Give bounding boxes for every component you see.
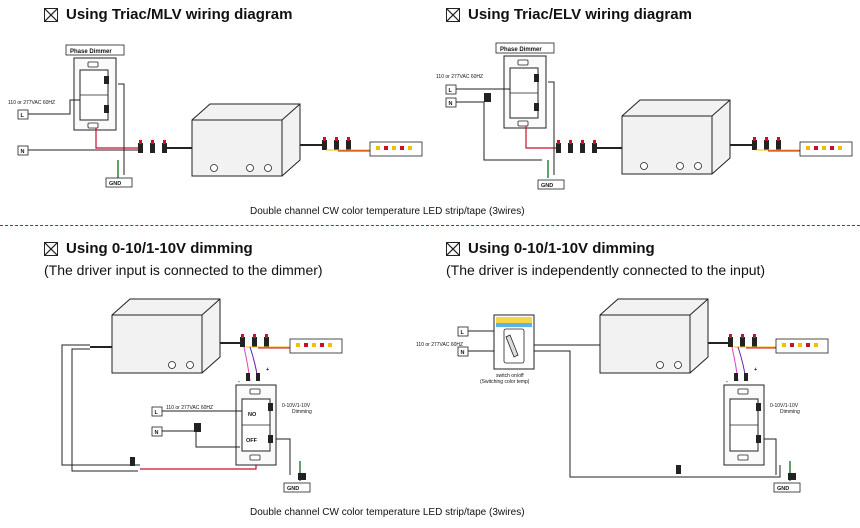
checkbox-x-icon bbox=[44, 7, 58, 22]
switch-label-2: (Switching color temp) bbox=[480, 379, 530, 385]
diagram-0-10v-independent: 110 or 277VAC 60HZ L N switch on/off (Sw… bbox=[416, 298, 829, 493]
diagram-triac-mlv: Phase Dimmer 110 or 277VAC 60HZ L N GND bbox=[8, 44, 423, 188]
ground-terminal bbox=[537, 179, 565, 190]
voltage-label: 110 or 277VAC 60HZ bbox=[166, 405, 213, 411]
led-driver bbox=[621, 99, 731, 175]
panel-title-0-10v-right: Using 0-10/1-10V dimming bbox=[446, 240, 655, 257]
dimmer-0-10v bbox=[235, 384, 277, 466]
minus-label: - bbox=[726, 379, 728, 385]
diagram-triac-elv: Phase Dimmer 110 or 277VAC 60HZ L N GND bbox=[436, 42, 853, 190]
phase-dimmer bbox=[73, 57, 117, 131]
phase-dimmer bbox=[503, 55, 547, 129]
diagram-0-10v-dimmer-input: - + NO OFF 0-10V/1-10V Dimming 110 or 27… bbox=[61, 298, 343, 493]
section-divider bbox=[0, 225, 860, 226]
panel-title-0-10v-left: Using 0-10/1-10V dimming bbox=[44, 240, 253, 257]
panel-title-text: Using 0-10/1-10V dimming bbox=[468, 240, 655, 257]
checkbox-x-icon bbox=[44, 241, 58, 256]
led-strip bbox=[775, 338, 829, 354]
voltage-label: 110 or 277VAC 60HZ bbox=[416, 342, 463, 348]
dimming-label: 0-10V/1-10V bbox=[770, 403, 799, 409]
line-label: L bbox=[449, 88, 453, 94]
panel-title-triac-elv: Using Triac/ELV wiring diagram bbox=[446, 6, 692, 23]
dimmer-0-10v bbox=[723, 384, 765, 466]
dimmer-label-box bbox=[495, 42, 555, 54]
panel-subtitle-right: (The driver is independently connected t… bbox=[446, 262, 766, 278]
bottom-caption: Double channel CW color temperature LED … bbox=[250, 507, 525, 518]
ground-label: GND bbox=[109, 181, 121, 187]
ground-label: GND bbox=[287, 486, 299, 492]
switch-off-label: OFF bbox=[246, 438, 258, 444]
led-driver bbox=[111, 298, 221, 374]
voltage-label: 110 or 277VAC 60HZ bbox=[8, 100, 55, 106]
led-strip bbox=[289, 338, 343, 354]
dimmer-label: Phase Dimmer bbox=[500, 47, 542, 53]
dimmer-label-box bbox=[65, 44, 125, 56]
dimmer-label: Phase Dimmer bbox=[70, 49, 112, 55]
line-label: L bbox=[21, 113, 25, 119]
neutral-label: N bbox=[461, 350, 465, 356]
panel-subtitle-left: (The driver input is connected to the di… bbox=[44, 262, 323, 278]
led-strip bbox=[369, 141, 423, 157]
panel-title-text: Using Triac/MLV wiring diagram bbox=[66, 6, 293, 23]
ground-terminal bbox=[773, 482, 801, 493]
led-strip bbox=[799, 141, 853, 157]
ground-label: GND bbox=[777, 486, 789, 492]
line-label: L bbox=[155, 410, 159, 416]
switch-on-label: NO bbox=[248, 412, 257, 418]
dimming-label-2: Dimming bbox=[292, 409, 312, 415]
switch-label: switch on/off bbox=[496, 373, 524, 379]
line-label: L bbox=[461, 330, 465, 336]
ground-terminal bbox=[283, 482, 311, 493]
top-caption: Double channel CW color temperature LED … bbox=[250, 206, 525, 217]
panel-title-text: Using 0-10/1-10V dimming bbox=[66, 240, 253, 257]
plus-label: + bbox=[754, 367, 757, 373]
led-driver bbox=[191, 103, 301, 177]
dimming-label-2: Dimming bbox=[780, 409, 800, 415]
neutral-label: N bbox=[21, 149, 25, 155]
ground-terminal bbox=[105, 177, 133, 188]
minus-label: - bbox=[238, 379, 240, 385]
ground-label: GND bbox=[541, 183, 553, 189]
checkbox-x-icon bbox=[446, 241, 460, 256]
dimming-label: 0-10V/1-10V bbox=[282, 403, 311, 409]
voltage-label: 110 or 277VAC 60HZ bbox=[436, 74, 483, 80]
checkbox-x-icon bbox=[446, 7, 460, 22]
toggle-switch bbox=[493, 314, 535, 370]
panel-title-text: Using Triac/ELV wiring diagram bbox=[468, 6, 692, 23]
panel-title-triac-mlv: Using Triac/MLV wiring diagram bbox=[44, 6, 292, 23]
neutral-label: N bbox=[449, 101, 453, 107]
plus-label: + bbox=[266, 367, 269, 373]
neutral-label: N bbox=[155, 430, 159, 436]
led-driver bbox=[599, 298, 709, 374]
